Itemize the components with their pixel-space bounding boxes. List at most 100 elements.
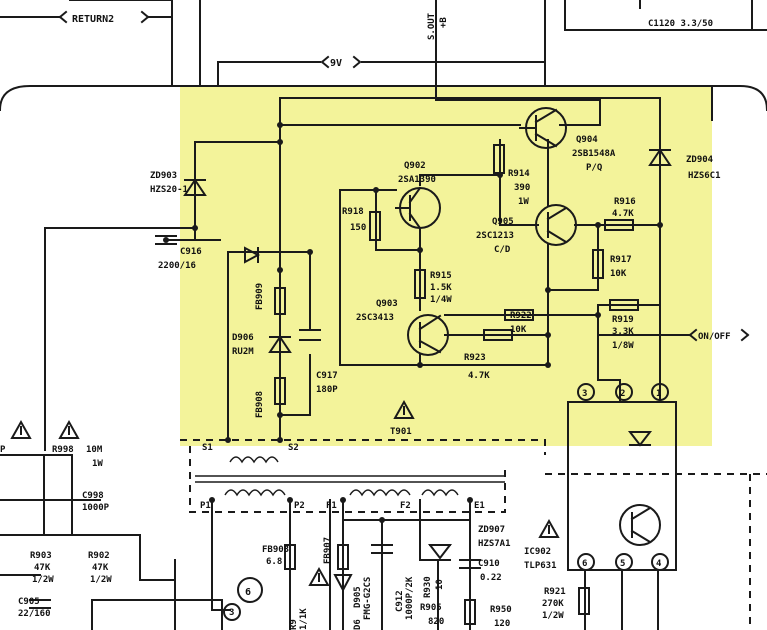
diodes [183, 148, 672, 593]
net-label-return2: RETURN2 [72, 14, 114, 25]
ref-3-label: 3 [229, 608, 234, 618]
r930-ref: R930 [423, 576, 433, 598]
board-outline [0, 85, 767, 112]
t901-label: T901 [390, 427, 412, 437]
transformer-boundary [180, 439, 546, 455]
c910-ref: C910 [478, 559, 500, 569]
q904-rank: P/Q [586, 163, 603, 173]
q903-type: 2SC3413 [356, 313, 394, 323]
c905-value: 22/160 [18, 609, 51, 619]
d905-ref: D905 [353, 586, 363, 608]
pin-s2: S2 [288, 443, 299, 453]
c916-value: 2200/16 [158, 261, 196, 271]
r915-value: 1.5K [430, 283, 452, 293]
zd907-value: HZS7A1 [478, 539, 511, 549]
ic-block [91, 599, 223, 630]
fragment-r9: R9 [289, 619, 299, 630]
c912-ref: C912 [395, 590, 405, 612]
fb903-value: 6.8 [266, 557, 282, 567]
q902-type: 2SA1390 [398, 175, 436, 185]
opto-pin-circles [577, 383, 669, 571]
opto-pin-1: 1 [656, 389, 661, 399]
opto-pin-3: 3 [582, 389, 587, 399]
ic902-type: TLP631 [524, 561, 557, 571]
resistors [274, 144, 639, 625]
net-label-on-off: ON/OFF [698, 332, 731, 342]
net-label-9v: 9V [330, 58, 342, 69]
pin-s1: S1 [202, 443, 213, 453]
r998-value: 10M [86, 445, 103, 455]
q902-ref: Q902 [404, 161, 426, 171]
warning-icon [308, 566, 330, 586]
c910-value: 0.22 [480, 573, 502, 583]
r923-ref: R923 [464, 353, 486, 363]
t901-primary-coil [229, 456, 279, 464]
r923-value: 4.7K [468, 371, 490, 381]
q903-ref: Q903 [376, 299, 398, 309]
zd907-ref: ZD907 [478, 525, 505, 535]
c917-value: 180P [316, 385, 338, 395]
r998-power: 1W [92, 459, 103, 469]
r905-ref: R905 [420, 603, 442, 613]
r922-value: 10K [510, 325, 527, 335]
q904-type: 2SB1548A [572, 149, 616, 159]
r930-value: 10 [435, 579, 445, 590]
r918-ref: R918 [342, 207, 364, 217]
pin-p1: P1 [200, 501, 211, 511]
r902-value: 47K [92, 563, 109, 573]
zd903-ref: ZD903 [150, 171, 177, 181]
capacitors [29, 235, 481, 609]
warning-icon [10, 419, 32, 439]
opto-pin-6: 6 [582, 559, 587, 569]
c998-ref: C998 [82, 491, 104, 501]
q902-transistor [395, 186, 441, 230]
net-arrow [688, 328, 698, 342]
r918-value: 150 [350, 223, 366, 233]
r915-power: 1/4W [430, 295, 452, 305]
r916-ref: R916 [614, 197, 636, 207]
fb903-ref: FB903 [262, 545, 289, 555]
r902-power: 1/2W [90, 575, 112, 585]
opto-pin-4: 4 [656, 559, 662, 569]
net-arrow [740, 328, 750, 342]
r921-power: 1/2W [542, 611, 564, 621]
r919-ref: R919 [612, 315, 634, 325]
q905-ref: Q905 [492, 217, 514, 227]
net-label-s-out: S.OUT [427, 12, 437, 40]
r919-value: 3.3K [612, 327, 634, 337]
r950-value: 120 [494, 619, 510, 629]
r914-value: 390 [514, 183, 530, 193]
warning-icon [393, 399, 415, 419]
net-arrow [352, 55, 362, 69]
r915-ref: R915 [430, 271, 452, 281]
r921-ref: R921 [544, 587, 566, 597]
net-arrow [140, 10, 150, 24]
d905-type: FMG-G2CS [363, 577, 373, 620]
q905-type: 2SC1213 [476, 231, 514, 241]
q904-ref: Q904 [576, 135, 598, 145]
pin-e1: E1 [474, 501, 485, 511]
r902-ref: R902 [88, 551, 110, 561]
t901-secondary-coil-3 [421, 489, 459, 497]
pin-p2: P2 [294, 501, 305, 511]
r950-ref: R950 [490, 605, 512, 615]
r919-power: 1/8W [612, 341, 634, 351]
d906-ref: D906 [232, 333, 254, 343]
r921-value: 270K [542, 599, 564, 609]
warning-icon [538, 518, 560, 538]
t901-secondary-coil-2 [349, 489, 411, 497]
r903-power: 1/2W [32, 575, 54, 585]
pin-f2: F2 [400, 501, 411, 511]
fragment-1-1k: 1/1K [299, 608, 309, 630]
t901-secondary-coil [224, 489, 286, 497]
fragment-d6: D6 [353, 619, 363, 630]
ic902-phototransistor [619, 504, 661, 546]
junction-dots [163, 122, 663, 523]
q905-rank: C/D [494, 245, 511, 255]
fb907-label: FB907 [323, 537, 333, 564]
zd904-value: HZS6C1 [688, 171, 721, 181]
opto-pin-5: 5 [620, 559, 625, 569]
c1120-label: C1120 3.3/50 [648, 19, 713, 29]
net-arrow [58, 10, 68, 24]
